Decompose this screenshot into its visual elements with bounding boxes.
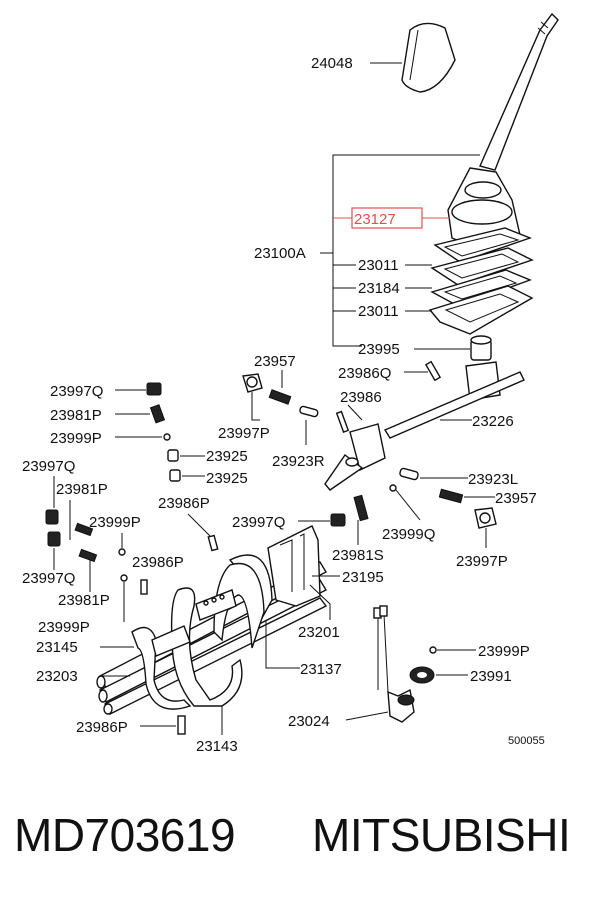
pin-23986P-c bbox=[177, 715, 186, 735]
label-23981P-a: 23981P bbox=[50, 407, 102, 424]
plate-23184 bbox=[430, 247, 534, 286]
label-23986P-b: 23986P bbox=[132, 554, 184, 571]
parts-exploded-diagram: 24048 23100A 23127 23011 23184 23011 bbox=[22, 12, 559, 755]
plate-23995-base bbox=[428, 285, 534, 335]
shift-fork-23137 bbox=[195, 562, 265, 649]
diagram-code: 500055 bbox=[508, 735, 545, 747]
label-23024: 23024 bbox=[288, 713, 330, 730]
label-23981S: 23981S bbox=[332, 547, 384, 564]
pin-23986 bbox=[335, 410, 350, 433]
detent-23923R bbox=[299, 405, 319, 418]
footer: MD703619 MITSUBISHI bbox=[0, 808, 600, 870]
label-23986P-a: 23986P bbox=[158, 495, 210, 512]
label-23999P-c: 23999P bbox=[38, 619, 90, 636]
label-23957-lower: 23957 bbox=[495, 490, 537, 507]
label-24048: 24048 bbox=[311, 55, 353, 72]
plug-23997Q-b bbox=[45, 509, 59, 525]
cap-23925-lower bbox=[169, 469, 181, 482]
spring-23981S bbox=[353, 494, 369, 522]
label-23997Q-b: 23997Q bbox=[22, 458, 75, 475]
label-23997Q-c: 23997Q bbox=[232, 514, 285, 531]
ball-23999P-d bbox=[429, 646, 437, 654]
plug-23997P-upper bbox=[242, 373, 263, 393]
cap-23925-upper bbox=[167, 449, 179, 462]
label-23997Q-a: 23997Q bbox=[50, 383, 103, 400]
label-23925-upper: 23925 bbox=[206, 448, 248, 465]
pin-23986Q bbox=[424, 360, 442, 382]
spring-23957-lower bbox=[438, 488, 464, 504]
label-23957-upper: 23957 bbox=[254, 353, 296, 370]
label-23997P-lower: 23997P bbox=[456, 553, 508, 570]
plug-23997Q-a bbox=[146, 382, 162, 396]
label-23981P-c: 23981P bbox=[58, 592, 110, 609]
label-23999P-b: 23999P bbox=[89, 514, 141, 531]
label-23997Q-d: 23997Q bbox=[22, 570, 75, 587]
detent-23923L bbox=[399, 467, 419, 481]
label-23011-lower: 23011 bbox=[358, 303, 399, 320]
backup-switch-23024 bbox=[373, 605, 415, 723]
label-23986: 23986 bbox=[340, 389, 382, 406]
part-number: MD703619 bbox=[14, 809, 236, 861]
label-23991: 23991 bbox=[470, 668, 512, 685]
bushing-23995 bbox=[470, 335, 492, 361]
pin-23986P-a bbox=[207, 534, 219, 552]
label-23011-upper: 23011 bbox=[358, 257, 399, 274]
label-23143: 23143 bbox=[196, 738, 238, 755]
label-23986P-c: 23986P bbox=[76, 719, 128, 736]
label-23999Q: 23999Q bbox=[382, 526, 435, 543]
plate-23011-upper bbox=[433, 227, 533, 263]
label-23999P-d: 23999P bbox=[478, 643, 530, 660]
shift-fork-23145 bbox=[131, 625, 192, 710]
label-23995: 23995 bbox=[358, 341, 400, 358]
label-23226: 23226 bbox=[472, 413, 514, 430]
label-23137: 23137 bbox=[300, 661, 342, 678]
ball-23999P-c bbox=[120, 574, 128, 582]
label-23997P-upper: 23997P bbox=[218, 425, 270, 442]
label-23923L: 23923L bbox=[468, 471, 518, 488]
label-23981P-b: 23981P bbox=[56, 481, 108, 498]
label-23986Q: 23986Q bbox=[338, 365, 391, 382]
label-23127: 23127 bbox=[354, 211, 396, 228]
plate-23011-lower bbox=[430, 269, 532, 307]
ball-23999Q bbox=[389, 484, 397, 492]
label-23923R: 23923R bbox=[272, 453, 325, 470]
spring-23981P-b bbox=[74, 522, 94, 537]
plug-23997P-lower bbox=[474, 507, 497, 529]
label-23925-lower: 23925 bbox=[206, 470, 248, 487]
control-shaft-23226 bbox=[324, 361, 525, 491]
ball-23999P-a bbox=[163, 433, 171, 441]
ball-23999P-b bbox=[118, 548, 126, 556]
spring-23981P-a bbox=[149, 404, 166, 424]
label-23145: 23145 bbox=[36, 639, 78, 656]
spring-23981P-c bbox=[78, 548, 98, 563]
washer-23991 bbox=[409, 666, 435, 684]
label-23184: 23184 bbox=[358, 280, 400, 297]
label-23999P-a: 23999P bbox=[50, 430, 102, 447]
plug-23997Q-d bbox=[47, 531, 61, 547]
brand-name: MITSUBISHI bbox=[312, 809, 571, 861]
label-23201: 23201 bbox=[298, 624, 340, 641]
shift-knob bbox=[401, 22, 456, 93]
plug-23997Q-c bbox=[330, 513, 346, 527]
label-23203: 23203 bbox=[36, 668, 78, 685]
shift-lever-rod bbox=[479, 12, 559, 171]
pin-23986P-b bbox=[140, 579, 148, 595]
label-23100A: 23100A bbox=[254, 245, 306, 262]
group-bracket-23100A bbox=[332, 154, 480, 347]
spring-23957-upper bbox=[268, 389, 292, 405]
label-23195: 23195 bbox=[342, 569, 384, 586]
